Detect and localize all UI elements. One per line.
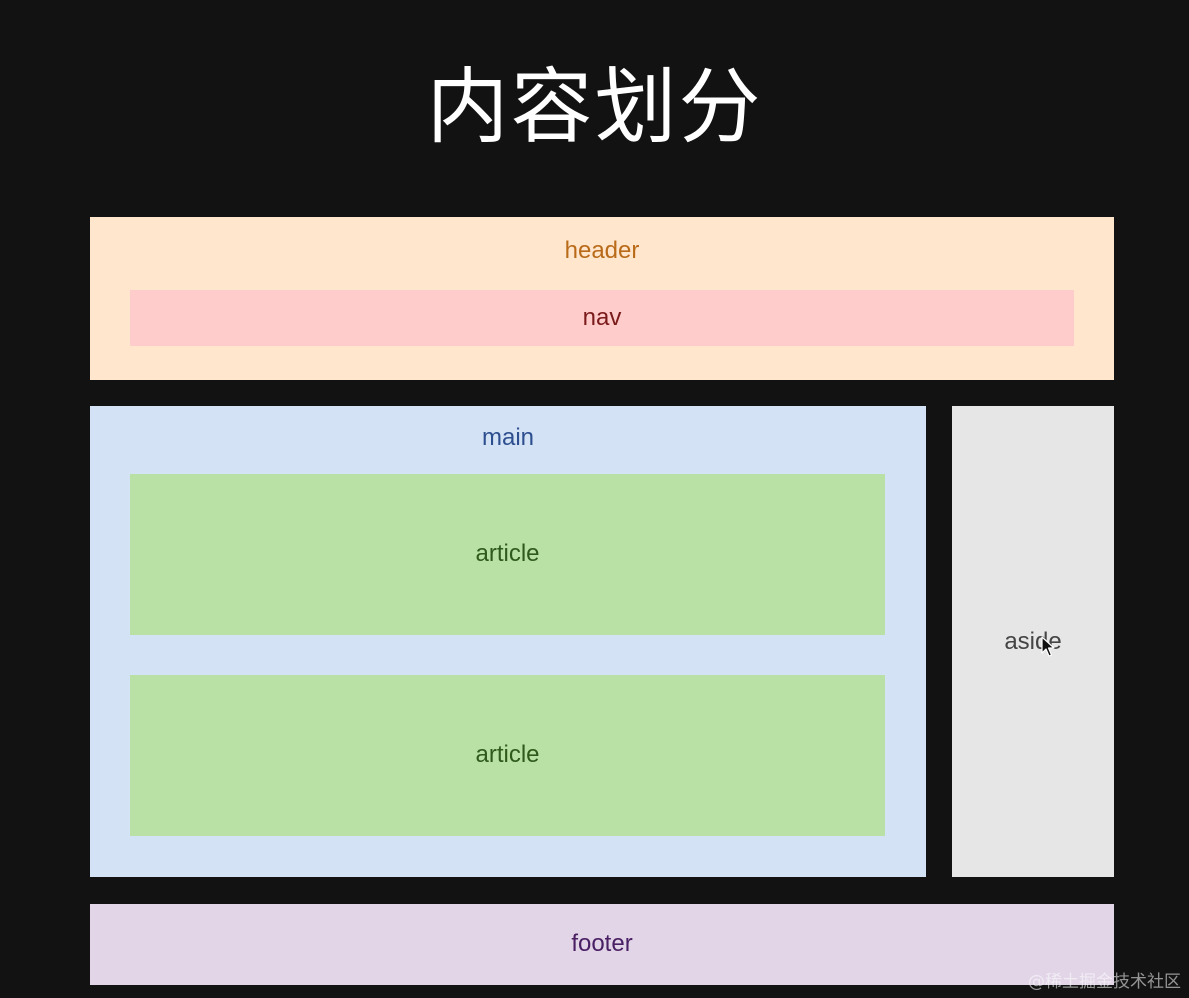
article-block-2: article xyxy=(130,675,885,836)
nav-label: nav xyxy=(582,304,622,331)
main-label: main xyxy=(481,424,535,451)
article-label-2: article xyxy=(475,741,540,768)
page-title: 内容划分 xyxy=(426,60,763,155)
article-label-1: article xyxy=(475,540,540,567)
footer-block: footer xyxy=(90,904,1114,985)
nav-block: nav xyxy=(130,290,1074,346)
aside-block: aside xyxy=(952,406,1114,877)
watermark: @稀土掘金技术社区 xyxy=(1028,972,1181,992)
aside-label: aside xyxy=(1004,628,1062,655)
footer-label: footer xyxy=(571,930,633,957)
article-block-1: article xyxy=(130,474,885,635)
pointer-cursor-icon xyxy=(1041,636,1055,657)
header-label: header xyxy=(564,237,640,264)
